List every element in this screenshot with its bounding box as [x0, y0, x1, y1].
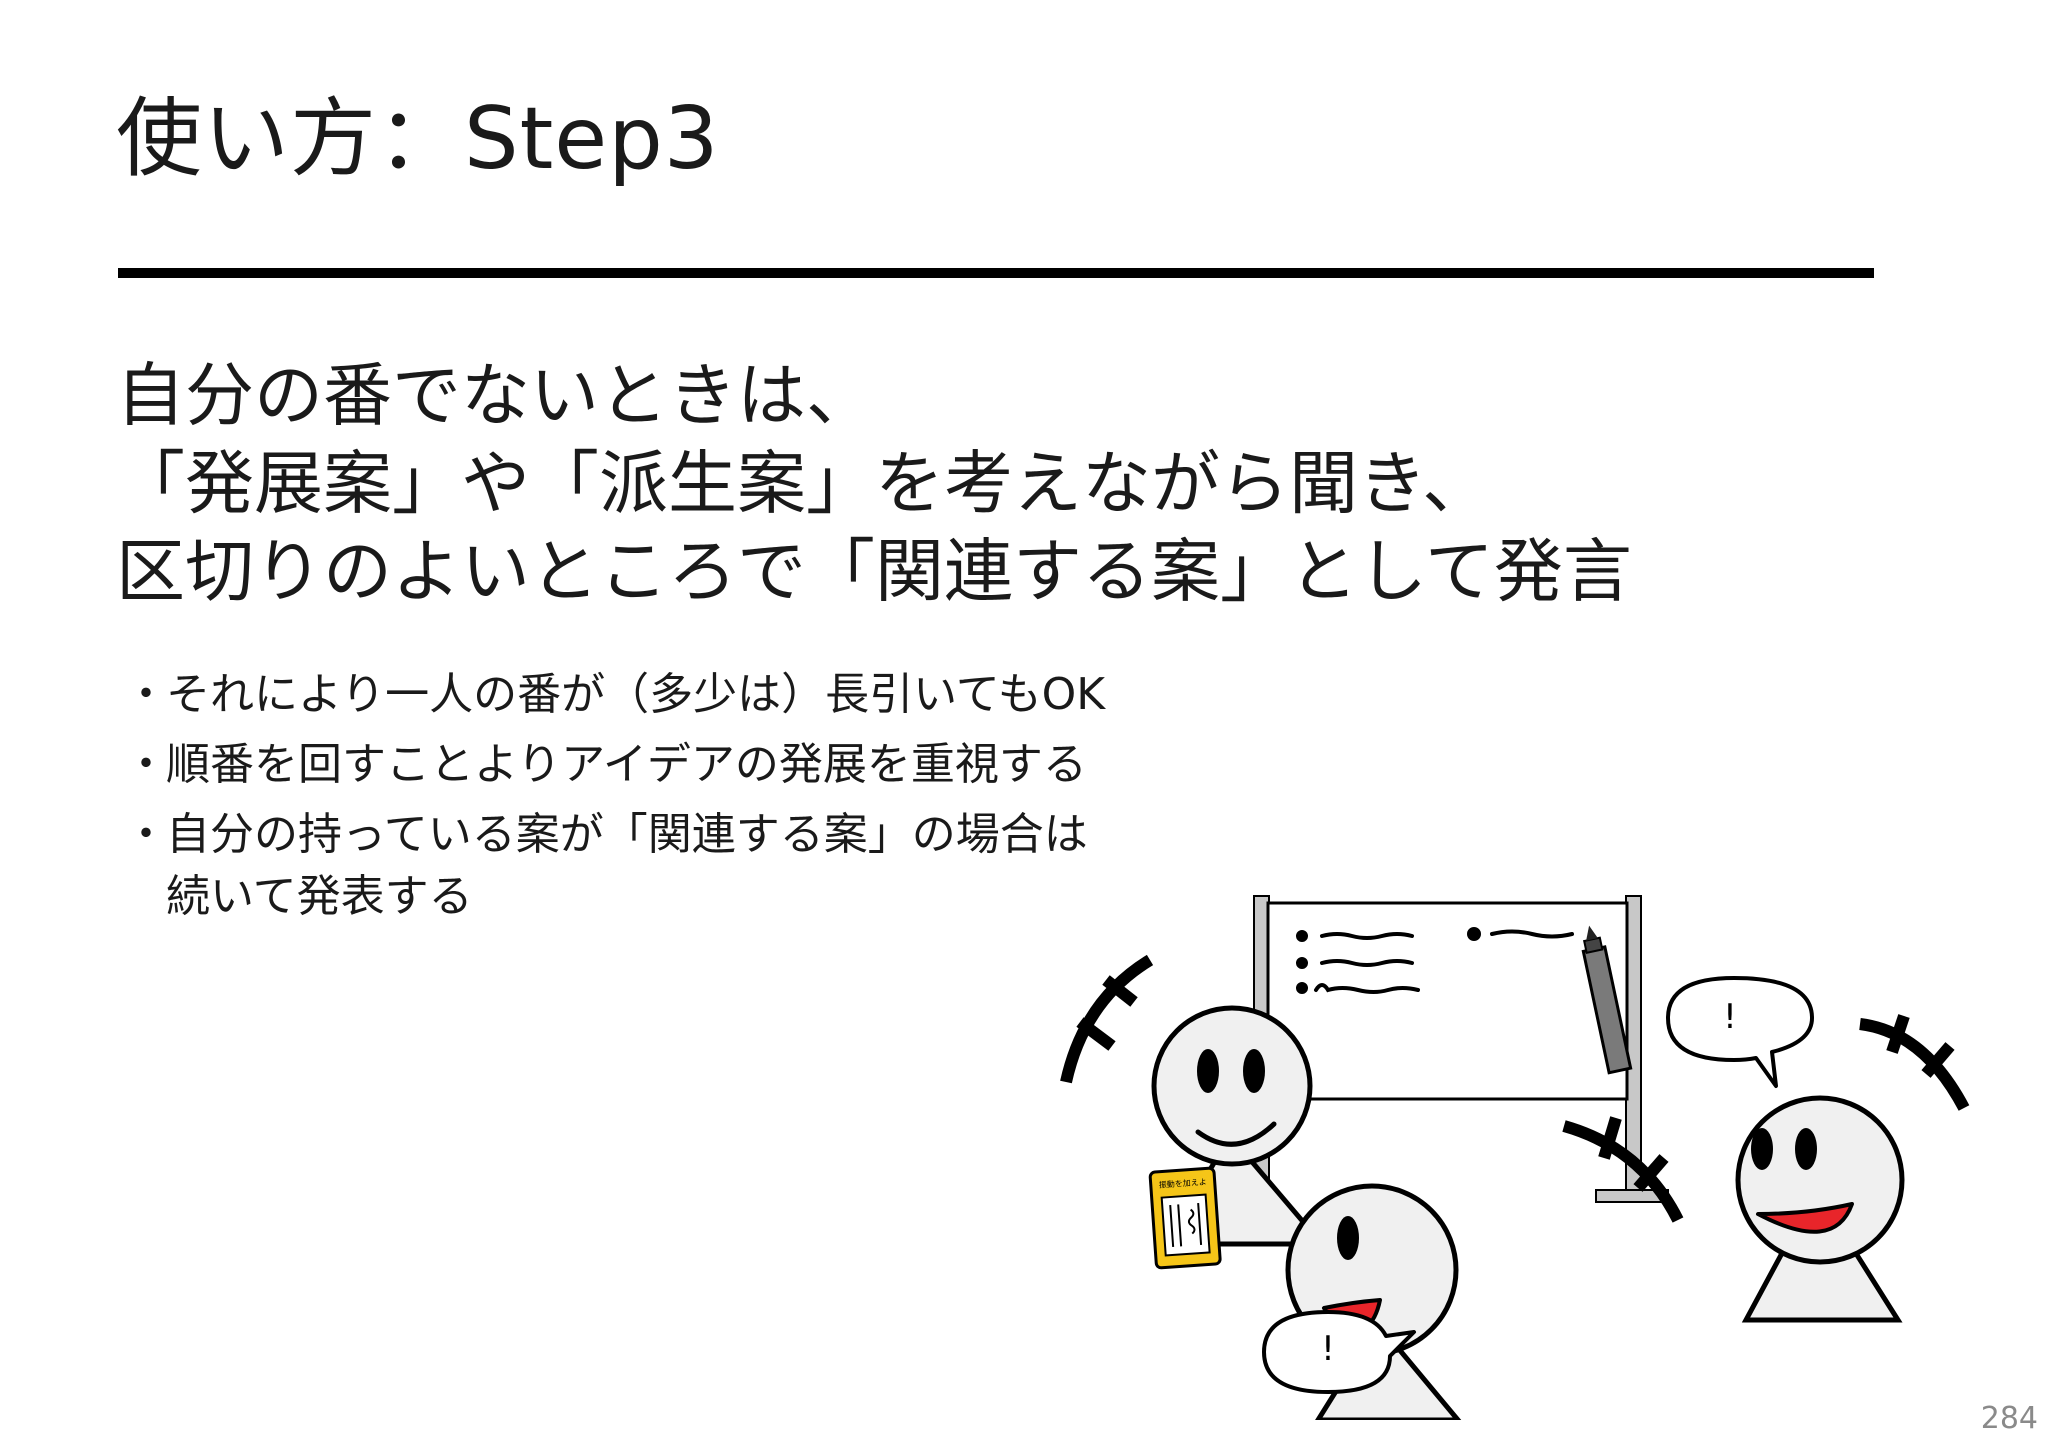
idea-card: 振動を加えよ [1148, 1166, 1222, 1270]
speech-bubble-text: ! [1321, 1329, 1335, 1369]
title-divider [118, 268, 1874, 278]
bullet-marker: ・ [124, 669, 168, 720]
whiteboard [1253, 895, 1669, 1203]
motion-mark [1859, 1014, 1970, 1111]
speech-bubble: ! [1262, 1310, 1416, 1394]
page-number: 284 [1980, 1401, 2038, 1436]
bullet-text: それにより一人の番が（多少は）長引いてもOK [166, 669, 1106, 720]
motion-mark [1562, 1116, 1684, 1223]
lead-text: 自分の番でないときは、 「発展案」や「派生案」を考えながら聞き、 区切りのよいと… [116, 352, 1632, 616]
bullet-marker: ・ [124, 809, 168, 860]
bullet-text-continuation: 続いて発表する [166, 871, 473, 922]
card-label: 振動を加えよ [1158, 1176, 1207, 1189]
bullet-text: 順番を回すことよりアイデアの発展を重視する [166, 739, 1087, 790]
bullet-item: ・ 順番を回すことよりアイデアの発展を重視する [124, 734, 1105, 796]
lead-line: 自分の番でないときは、 [116, 356, 875, 436]
motion-mark [1060, 954, 1154, 1084]
lead-line: 「発展案」や「派生案」を考えながら聞き、 [116, 444, 1492, 524]
brainstorm-illustration: 振動を加えよ ! ! [1060, 895, 1970, 1420]
slide-title: 使い方：Step3 [116, 89, 720, 189]
whiteboard-scribbles [1296, 927, 1574, 994]
bullet-marker: ・ [124, 739, 168, 790]
bullet-text: 自分の持っている案が「関連する案」の場合は [166, 809, 1088, 860]
person-1: 振動を加えよ [1148, 1005, 1328, 1270]
speech-bubble-text: ! [1723, 997, 1737, 1037]
marker-pen [1581, 925, 1633, 1075]
lead-line: 区切りのよいところで「関連する案」として発言 [116, 532, 1632, 612]
bullet-item: ・ 自分の持っている案が「関連する案」の場合は 続いて発表する [124, 804, 1105, 928]
bullet-list: ・ それにより一人の番が（多少は）長引いてもOK ・ 順番を回すことよりアイデア… [124, 664, 1105, 936]
speech-bubble: ! [1666, 976, 1814, 1088]
person-3 [1735, 1095, 1905, 1323]
bullet-item: ・ それにより一人の番が（多少は）長引いてもOK [124, 664, 1105, 726]
